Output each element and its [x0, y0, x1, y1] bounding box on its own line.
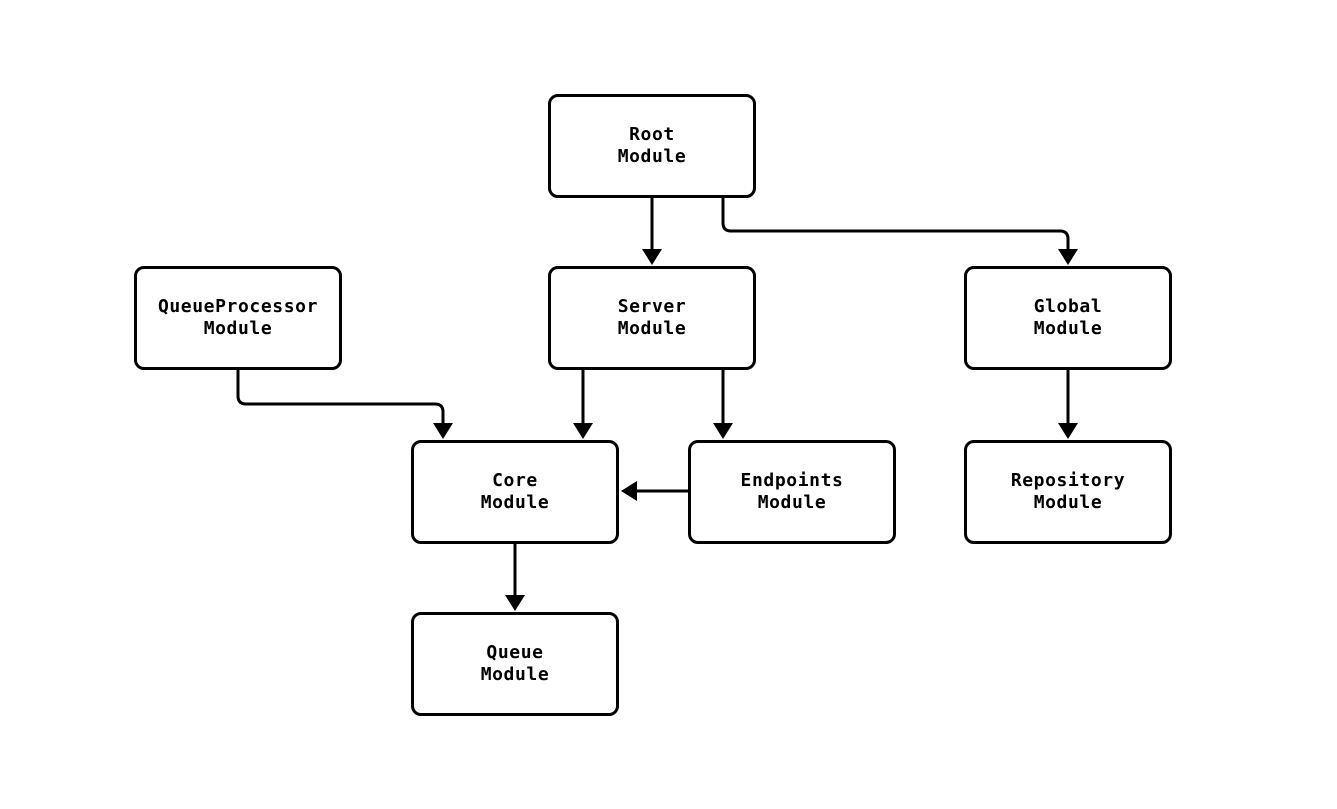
node-root-module-label-line2: Module — [617, 146, 687, 167]
node-root-module: Root Module — [548, 94, 756, 198]
node-server-module: Server Module — [548, 266, 756, 370]
node-repository-module-label-line1: Repository — [1010, 470, 1126, 491]
node-core-module-label-line1: Core — [492, 470, 538, 491]
node-queue-module-label-line2: Module — [480, 664, 550, 685]
node-server-module-label-line2: Module — [617, 318, 687, 339]
node-server-module-label-line1: Server — [617, 296, 687, 317]
node-repository-module: Repository Module — [964, 440, 1172, 544]
node-queue-module: Queue Module — [411, 612, 619, 716]
node-root-module-label-line1: Root — [629, 124, 675, 145]
node-global-module-label-line1: Global — [1033, 296, 1103, 317]
edge-root-to-global — [721, 198, 1078, 265]
node-core-module: Core Module — [411, 440, 619, 544]
node-repository-module-label-line2: Module — [1033, 492, 1103, 513]
node-endpoints-module-label-line1: Endpoints — [740, 470, 844, 491]
node-queueprocessor-module-label-line2: Module — [203, 318, 273, 339]
node-queue-module-label-line1: Queue — [486, 642, 544, 663]
node-queueprocessor-module-label-line1: QueueProcessor — [157, 296, 319, 317]
edge-queueprocessor-to-core — [236, 370, 453, 439]
node-core-module-label-line2: Module — [480, 492, 550, 513]
node-global-module-label-line2: Module — [1033, 318, 1103, 339]
node-endpoints-module-label-line2: Module — [757, 492, 827, 513]
node-endpoints-module: Endpoints Module — [688, 440, 896, 544]
node-global-module: Global Module — [964, 266, 1172, 370]
node-queueprocessor-module: QueueProcessor Module — [134, 266, 342, 370]
